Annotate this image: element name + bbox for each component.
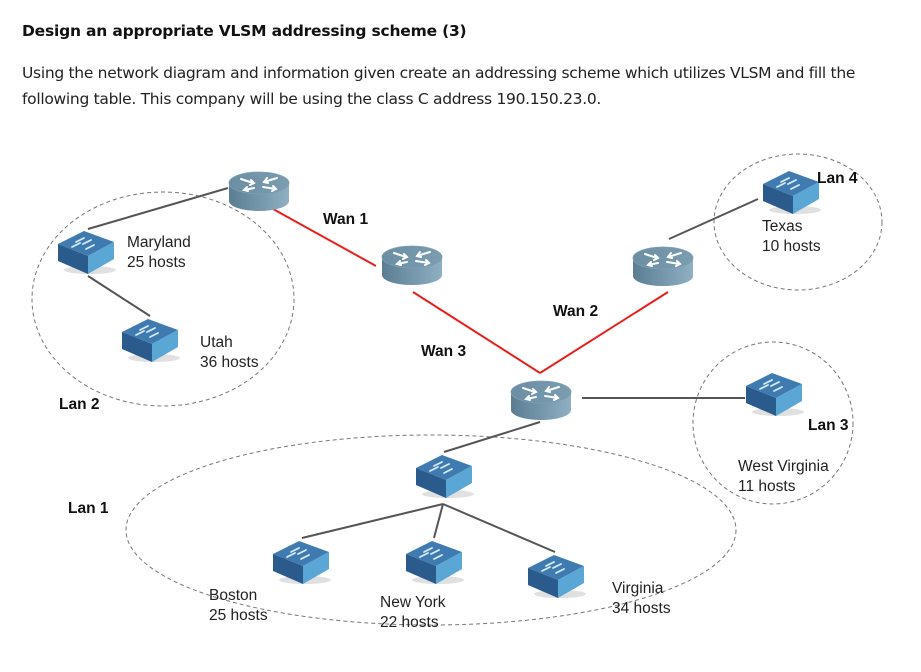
switch-icon xyxy=(405,540,465,585)
lan3-label: Lan 3 xyxy=(808,417,849,434)
texas-name: Texas xyxy=(762,218,803,235)
question-intro: Using the network diagram and informatio… xyxy=(22,64,856,108)
utah-hosts: 36 hosts xyxy=(200,354,259,371)
lan2-zone xyxy=(31,191,295,407)
lan1-zone xyxy=(125,434,737,626)
link-core-lan1switch xyxy=(443,421,541,453)
maryland-hosts: 25 hosts xyxy=(127,254,186,271)
link-router1-maryland xyxy=(87,187,229,230)
switch-icon xyxy=(415,454,475,499)
wan3-link xyxy=(412,291,541,374)
lan3-zone xyxy=(692,341,854,505)
router-icon xyxy=(381,245,443,286)
switch-icon xyxy=(527,554,587,599)
wan2-label: Wan 2 xyxy=(553,303,598,320)
virginia-name: Virginia xyxy=(612,580,664,597)
westvirginia-hosts: 11 hosts xyxy=(738,478,796,495)
westvirginia-name: West Virginia xyxy=(738,458,829,475)
virginia-hosts: 34 hosts xyxy=(612,600,671,617)
texas-hosts: 10 hosts xyxy=(762,238,821,255)
link-lan1-newyork xyxy=(433,503,444,539)
newyork-name: New York xyxy=(380,594,446,611)
lan4-label: Lan 4 xyxy=(817,170,858,187)
maryland-name: Maryland xyxy=(127,234,191,251)
utah-name: Utah xyxy=(200,334,233,351)
router-icon xyxy=(510,380,572,421)
router-icon xyxy=(228,171,290,212)
boston-name: Boston xyxy=(209,587,257,604)
link-lan1-virginia xyxy=(442,503,556,553)
newyork-hosts: 22 hosts xyxy=(380,614,439,631)
switch-icon xyxy=(745,372,805,417)
switch-icon xyxy=(57,230,117,275)
lan4-zone xyxy=(713,153,883,291)
router-icon xyxy=(632,246,694,287)
wan1-link xyxy=(263,203,377,267)
lan1-label: Lan 1 xyxy=(68,500,109,517)
boston-hosts: 25 hosts xyxy=(209,607,268,624)
switch-icon xyxy=(121,318,181,363)
wan2-link xyxy=(539,291,669,374)
wan1-label: Wan 1 xyxy=(323,211,368,228)
link-lan1-boston xyxy=(301,503,444,539)
link-maryland-utah xyxy=(87,275,151,317)
switch-icon xyxy=(762,170,822,215)
question-heading: Design an appropriate VLSM addressing sc… xyxy=(22,22,467,40)
link-router3-texas xyxy=(668,198,759,240)
lan2-label: Lan 2 xyxy=(59,396,99,413)
switch-icon xyxy=(272,540,332,585)
wan3-label: Wan 3 xyxy=(421,343,466,360)
